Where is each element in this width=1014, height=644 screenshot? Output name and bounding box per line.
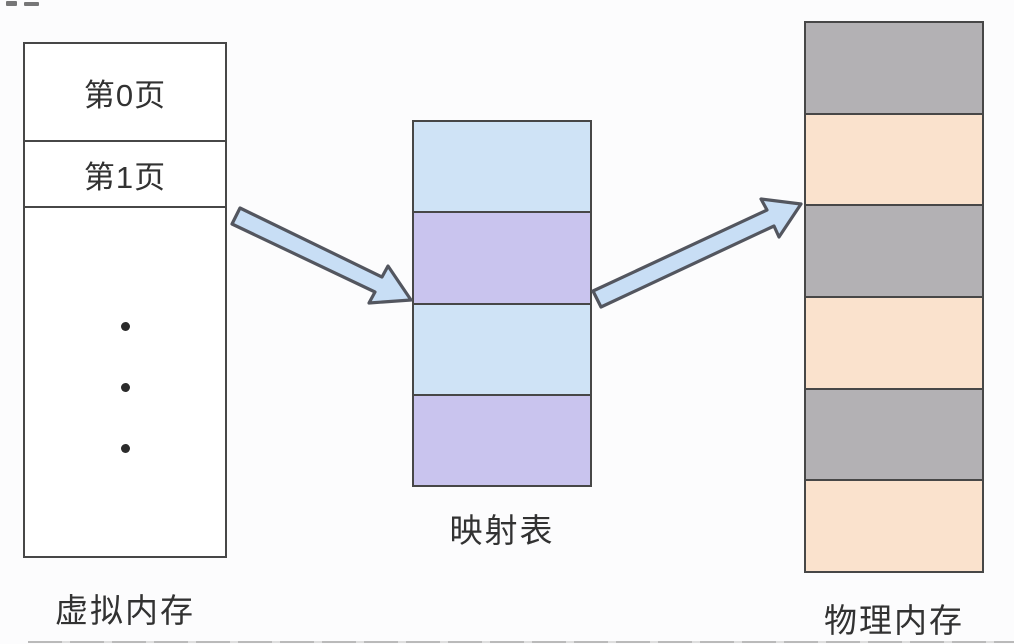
mapping-table-row-2 [414, 302, 590, 394]
physical-memory-row-1 [806, 112, 982, 205]
physical-memory-row-5 [806, 479, 982, 572]
physical-memory-row-3 [806, 296, 982, 388]
edge-artifact [6, 1, 17, 6]
ellipsis-dot [120, 322, 130, 331]
mapping-table-label: 映射表 [449, 512, 555, 549]
bottom-edge-line [28, 640, 1014, 643]
edge-artifact [24, 2, 39, 6]
physical-memory-label: 物理内存 [824, 602, 964, 639]
virtual-page-1-label: 第1页 [83, 159, 167, 195]
virtual-page-0-label: 第0页 [83, 77, 167, 113]
physical-memory-row-0 [806, 23, 982, 113]
mapping-table [412, 120, 592, 487]
physical-memory-row-2 [806, 204, 982, 297]
arrow-mapping-to-physical-icon [591, 197, 803, 309]
mapping-table-row-1 [414, 211, 590, 303]
virtual-page-1: 第1页 [25, 142, 225, 208]
virtual-memory-box: 第0页 第1页 [23, 42, 227, 558]
ellipsis-dots [23, 322, 227, 505]
mapping-table-row-3 [414, 393, 590, 485]
ellipsis-dot [120, 444, 130, 453]
arrow-virtual-to-mapping-icon [230, 206, 413, 305]
mapping-table-row-0 [414, 122, 590, 212]
physical-memory-column [804, 21, 984, 573]
physical-memory-row-4 [806, 387, 982, 480]
virtual-memory-label: 虚拟内存 [55, 592, 195, 629]
virtual-page-0: 第0页 [25, 44, 225, 142]
ellipsis-dot [120, 383, 130, 392]
